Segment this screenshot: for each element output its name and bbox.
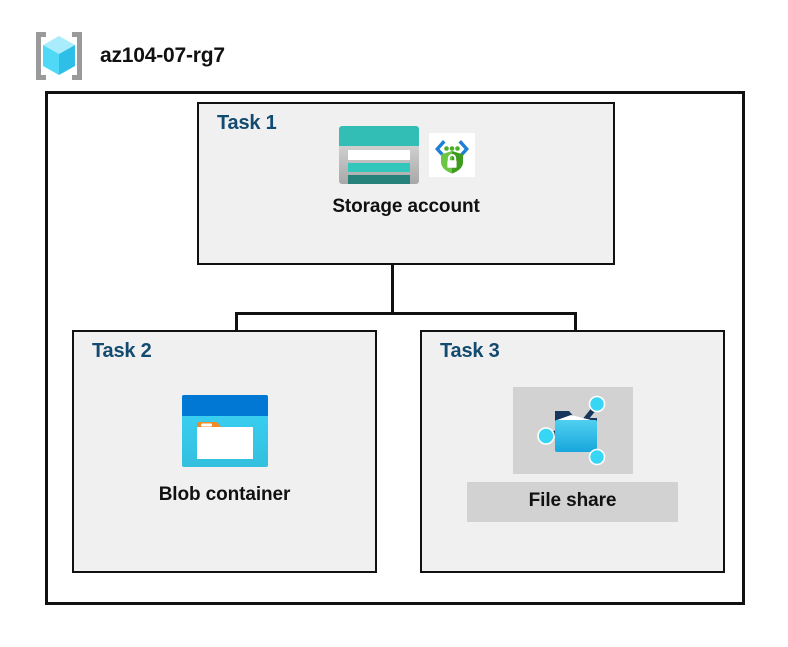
resource-group-name: az104-07-rg7: [100, 44, 225, 67]
security-shield-badge-icon: [429, 133, 475, 177]
resource-group-cube-icon: [36, 32, 82, 80]
node-file-share[interactable]: File share: [420, 387, 725, 522]
file-share-icon: [536, 395, 605, 466]
storage-account-caption: Storage account: [332, 196, 480, 217]
file-share-icon-highlight: [512, 387, 633, 474]
node-storage-account[interactable]: Storage account: [197, 124, 615, 218]
storage-account-icon: [339, 126, 419, 184]
task-3-label: Task 3: [440, 340, 500, 362]
task-1-label: Task 1: [217, 112, 277, 134]
connector-storage-trunk: [391, 265, 394, 314]
connector-horizontal-bus: [235, 312, 577, 315]
resource-group-header: az104-07-rg7: [30, 26, 430, 86]
task-2-label: Task 2: [92, 340, 152, 362]
blob-container-caption: Blob container: [158, 484, 291, 505]
blob-container-icon: [181, 395, 268, 467]
node-blob-container[interactable]: Blob container: [72, 392, 377, 506]
file-share-caption: File share: [466, 482, 679, 522]
storage-icon-row: [337, 124, 475, 186]
